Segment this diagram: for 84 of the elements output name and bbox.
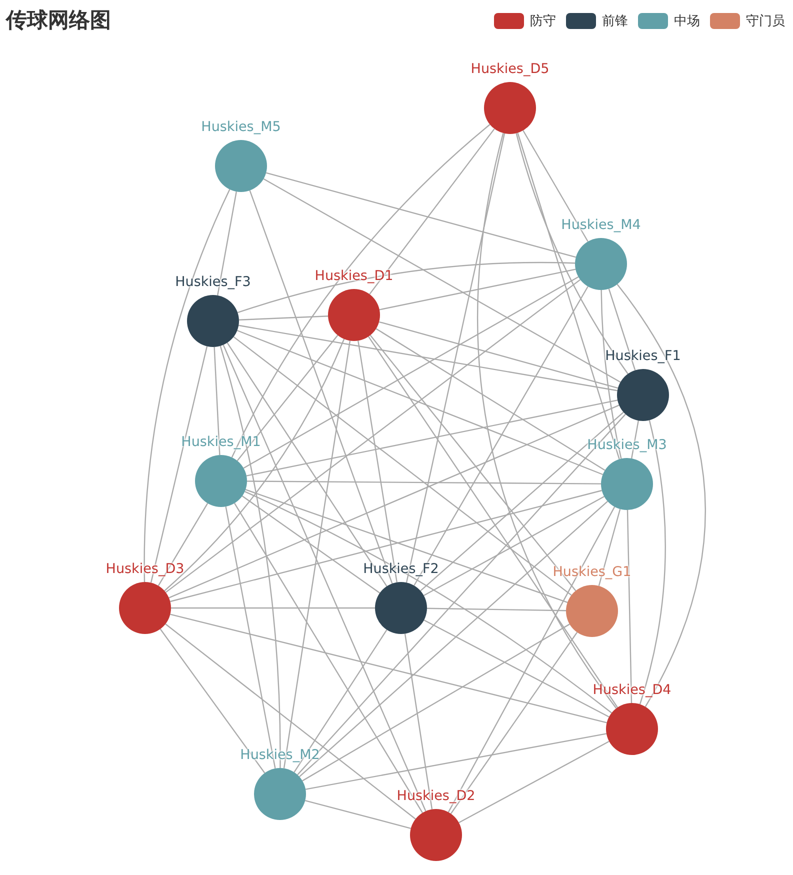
pass-line xyxy=(226,342,388,587)
pass-line xyxy=(358,340,398,582)
pass-line xyxy=(238,316,328,320)
player-label: Huskies_M1 xyxy=(181,433,261,451)
pass-line xyxy=(302,624,570,782)
pass-line xyxy=(249,190,393,584)
pass-line xyxy=(294,629,388,773)
pass-line xyxy=(245,489,568,603)
pass-line xyxy=(450,632,578,814)
pass-line xyxy=(477,132,617,709)
pass-line xyxy=(144,189,230,582)
pass-line xyxy=(448,506,616,812)
pass-line xyxy=(517,132,620,460)
pass-line xyxy=(424,496,604,596)
legend-label: 防守 xyxy=(530,13,556,30)
pass-line xyxy=(217,192,237,296)
pass-line xyxy=(378,321,618,389)
pass-line xyxy=(171,607,375,609)
pass-line xyxy=(164,338,345,592)
pass-line xyxy=(297,414,626,776)
pass-line xyxy=(170,490,602,602)
legend-label: 中场 xyxy=(674,13,700,30)
pass-line xyxy=(150,346,208,583)
pass-line xyxy=(243,276,579,469)
pass-line xyxy=(266,172,576,258)
pass-line xyxy=(236,334,338,462)
pass-line xyxy=(516,133,628,374)
player-label: Huskies_D5 xyxy=(470,60,550,78)
pass-line xyxy=(234,502,424,814)
pass-line xyxy=(160,628,266,774)
pass-line xyxy=(626,510,632,704)
legend-label: 前锋 xyxy=(602,13,628,30)
pass-line xyxy=(369,128,495,295)
pass-line xyxy=(246,400,618,476)
pass-line xyxy=(370,334,576,592)
player-label: Huskies_F1 xyxy=(605,347,681,365)
pass-line xyxy=(244,491,612,714)
pass-line xyxy=(639,420,666,704)
pass-line xyxy=(170,614,607,724)
pass-line xyxy=(242,496,380,594)
player-label: Huskies_F3 xyxy=(175,273,251,291)
player-label: Huskies_M3 xyxy=(587,436,667,454)
pass-line xyxy=(424,620,610,718)
pass-line xyxy=(283,340,351,768)
pass-line xyxy=(299,500,608,778)
pass-line xyxy=(231,124,490,458)
player-label: Huskies_M5 xyxy=(201,118,281,136)
pass-line xyxy=(420,412,624,592)
player-label: Huskies_D1 xyxy=(314,267,394,285)
pass-line xyxy=(379,268,576,310)
player-label: Huskies_M4 xyxy=(561,216,641,234)
pass-line xyxy=(158,503,208,586)
pass-line xyxy=(247,480,601,484)
pass-line xyxy=(168,404,620,598)
pass-line xyxy=(458,740,610,824)
pass-line xyxy=(522,130,588,242)
pass-line xyxy=(404,634,433,810)
pass-line xyxy=(376,328,606,471)
pass-line xyxy=(368,336,618,708)
legend-label: 守门员 xyxy=(746,13,785,30)
pass-line xyxy=(608,288,636,370)
pass-line xyxy=(165,279,581,593)
player-label: Huskies_D3 xyxy=(106,560,184,578)
pass-line xyxy=(414,286,588,586)
pass-line xyxy=(304,800,412,829)
pass-line xyxy=(238,324,618,392)
pass-line xyxy=(306,733,606,790)
pass-line xyxy=(214,346,220,456)
pass-line xyxy=(598,508,621,586)
pass-line xyxy=(406,133,506,583)
pass-line xyxy=(220,346,281,768)
pass-line xyxy=(225,506,276,769)
player-label: Huskies_D4 xyxy=(592,681,672,699)
player-label: Huskies_F2 xyxy=(363,560,439,578)
player-label: Huskies_D2 xyxy=(396,787,476,805)
pass-line xyxy=(165,624,416,820)
pass-line xyxy=(426,608,566,612)
pass-line xyxy=(236,330,604,476)
chart-title: 传球网络图 xyxy=(6,7,111,34)
pass-line xyxy=(616,284,706,707)
player-label: Huskies_M2 xyxy=(240,746,320,764)
pass-line xyxy=(263,178,621,383)
pass-line xyxy=(222,344,426,812)
pass-line xyxy=(233,336,572,596)
